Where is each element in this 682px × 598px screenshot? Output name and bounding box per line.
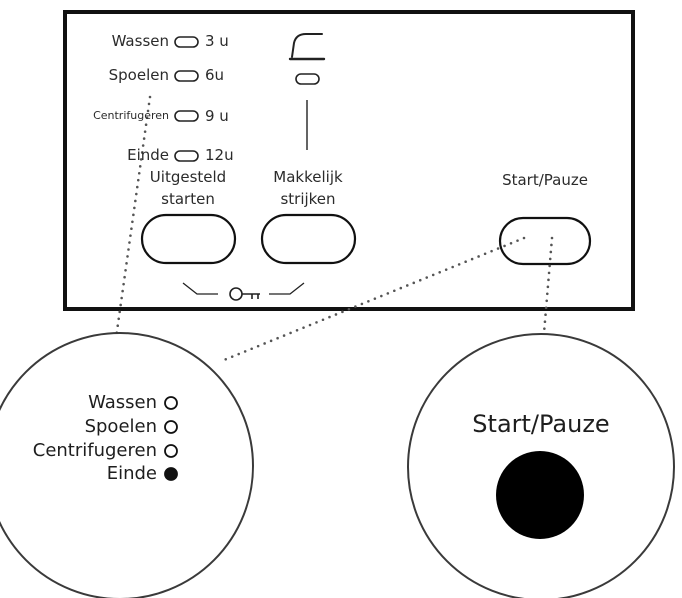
led-label-spoelen: Spoelen	[108, 66, 169, 84]
led-spoelen-6u	[174, 70, 199, 82]
child-lock-brackets	[182, 282, 305, 295]
start-pause-label: Start/Pauze	[502, 171, 588, 189]
key-icon	[229, 287, 260, 301]
callout-line-led-to-zoom	[114, 95, 152, 340]
iron-icon	[288, 33, 326, 61]
led-label-einde: Einde	[127, 146, 169, 164]
led-centrifugeren-9u	[174, 110, 199, 122]
delay-start-label-line2: starten	[161, 190, 215, 208]
led-hours-9u: 9 u	[205, 107, 229, 125]
zoom-circle-leds	[0, 332, 254, 598]
zoom-start-pause-indicator	[496, 451, 584, 539]
zoom-label-einde: Einde	[106, 463, 157, 484]
zoom-label-centrifugeren: Centrifugeren	[32, 440, 157, 461]
zoom-led-einde	[164, 467, 178, 481]
zoom-led-wassen	[164, 396, 178, 410]
zoom-label-spoelen: Spoelen	[84, 416, 157, 437]
easy-iron-label-line2: strijken	[280, 190, 336, 208]
start-pause-button[interactable]	[498, 216, 592, 266]
led-label-centrifugeren: Centrifugeren	[93, 109, 169, 122]
led-label-wassen: Wassen	[111, 32, 169, 50]
easy-iron-button[interactable]	[260, 213, 357, 265]
led-easy-iron	[295, 73, 320, 85]
led-einde-12u	[174, 150, 199, 162]
zoom-led-spoelen	[164, 420, 178, 434]
led-wassen-3u	[174, 36, 199, 48]
callout-dotted-lines	[114, 95, 554, 362]
led-hours-6u: 6u	[205, 66, 225, 84]
delay-start-label-line1: Uitgesteld	[149, 168, 227, 186]
easy-iron-label-line1: Makkelijk	[273, 168, 343, 186]
led-hours-3u: 3 u	[205, 32, 229, 50]
delay-start-button[interactable]	[140, 213, 237, 265]
zoom-start-pause-label: Start/Pauze	[472, 410, 610, 438]
zoom-led-centrifugeren	[164, 444, 178, 458]
led-hours-12u: 12u	[205, 146, 234, 164]
callout-line-panel-to-zoom	[222, 236, 526, 362]
zoom-label-wassen: Wassen	[88, 392, 157, 413]
